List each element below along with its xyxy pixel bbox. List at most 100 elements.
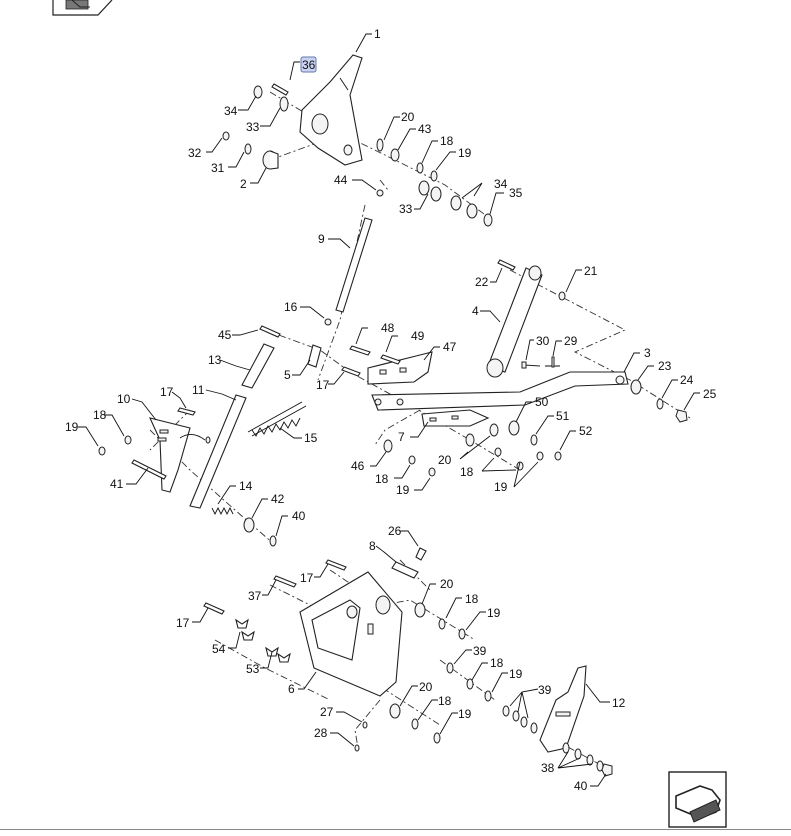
- callout-38[interactable]: 38: [541, 761, 555, 775]
- callout-33b[interactable]: 33: [399, 202, 413, 216]
- callout-16[interactable]: 16: [284, 300, 298, 314]
- callout-18e[interactable]: 18: [465, 592, 479, 606]
- part-18-washer-g: [411, 718, 419, 730]
- callout-2[interactable]: 2: [240, 177, 247, 191]
- part-18-washer-a: [416, 162, 424, 174]
- callout-33a[interactable]: 33: [246, 120, 260, 134]
- part-39-washer-b: [502, 705, 538, 734]
- callout-22[interactable]: 22: [475, 275, 489, 289]
- callout-39a[interactable]: 39: [473, 644, 487, 658]
- next-page-arrow-icon[interactable]: [668, 771, 727, 828]
- callout-49[interactable]: 49: [411, 329, 425, 343]
- callout-45[interactable]: 45: [218, 328, 232, 342]
- callout-50[interactable]: 50: [535, 395, 549, 409]
- part-33-washer-a: [279, 96, 289, 112]
- callout-6[interactable]: 6: [288, 682, 295, 696]
- callout-18f[interactable]: 18: [490, 656, 504, 670]
- callout-21[interactable]: 21: [584, 264, 598, 278]
- callout-11[interactable]: 11: [192, 383, 205, 397]
- callout-13[interactable]: 13: [208, 353, 222, 367]
- callout-19e[interactable]: 19: [487, 606, 501, 620]
- callout-5[interactable]: 5: [284, 368, 291, 382]
- part-17-bolt-c: [325, 559, 347, 571]
- part-19-nut-b: [98, 446, 106, 456]
- callout-29[interactable]: 29: [564, 334, 578, 348]
- callout-46[interactable]: 46: [351, 459, 365, 473]
- callout-41[interactable]: 41: [110, 477, 124, 491]
- callout-24[interactable]: 24: [680, 373, 694, 387]
- part-8-clip: [391, 561, 419, 579]
- part-19-nut-e: [458, 628, 466, 640]
- callout-44[interactable]: 44: [334, 173, 348, 187]
- callout-20c[interactable]: 20: [440, 577, 454, 591]
- callout-48[interactable]: 48: [381, 321, 395, 335]
- part-19-nut-g: [433, 732, 441, 744]
- callout-51[interactable]: 51: [556, 409, 570, 423]
- callout-28[interactable]: 28: [314, 726, 328, 740]
- callout-19g[interactable]: 19: [458, 707, 472, 721]
- callout-47[interactable]: 47: [443, 340, 457, 354]
- part-29-pin: [545, 356, 560, 368]
- callout-31[interactable]: 31: [211, 161, 225, 175]
- callout-20a[interactable]: 20: [401, 110, 415, 124]
- callout-34a[interactable]: 34: [224, 104, 238, 118]
- callout-17b[interactable]: 17: [160, 385, 174, 399]
- callout-37[interactable]: 37: [248, 589, 262, 603]
- callout-19c[interactable]: 19: [396, 483, 410, 497]
- callout-19b[interactable]: 19: [65, 420, 79, 434]
- part-18-washer-e: [438, 618, 446, 630]
- part-51-washer: [530, 434, 538, 446]
- callout-27[interactable]: 27: [320, 705, 334, 719]
- callout-54[interactable]: 54: [212, 642, 226, 656]
- callout-4[interactable]: 4: [472, 304, 479, 318]
- callout-25[interactable]: 25: [703, 387, 717, 401]
- callout-26[interactable]: 26: [388, 524, 402, 538]
- callout-17a[interactable]: 17: [316, 378, 330, 392]
- callout-52[interactable]: 52: [579, 424, 593, 438]
- callout-40b[interactable]: 40: [574, 779, 588, 793]
- callout-12[interactable]: 12: [612, 696, 626, 710]
- callout-8[interactable]: 8: [369, 539, 376, 553]
- callout-42[interactable]: 42: [271, 492, 285, 506]
- part-38-washers: [562, 742, 604, 772]
- parts-catalog-icon[interactable]: [52, 0, 113, 16]
- callout-10[interactable]: 10: [117, 392, 131, 406]
- part-12-lower-pedal: [539, 665, 587, 753]
- callout-19f[interactable]: 19: [509, 667, 523, 681]
- callout-15[interactable]: 15: [304, 431, 318, 445]
- callout-17c[interactable]: 17: [300, 571, 314, 585]
- callout-18c[interactable]: 18: [460, 465, 474, 479]
- callout-19a[interactable]: 19: [458, 146, 472, 160]
- part-17-bolt-a: [341, 366, 361, 377]
- part-50-washer: [508, 420, 520, 436]
- callout-36[interactable]: 36: [302, 58, 316, 72]
- callout-17d[interactable]: 17: [176, 616, 190, 630]
- callout-1[interactable]: 1: [374, 27, 381, 41]
- callout-18d[interactable]: 18: [375, 472, 389, 486]
- callout-40a[interactable]: 40: [292, 509, 306, 523]
- callout-19d[interactable]: 19: [494, 480, 508, 494]
- callout-18a[interactable]: 18: [440, 134, 454, 148]
- callout-53[interactable]: 53: [246, 662, 260, 676]
- callout-20b[interactable]: 20: [438, 453, 452, 467]
- part-24-washer: [656, 398, 664, 410]
- part-45-bolt: [259, 325, 281, 338]
- callout-34b[interactable]: 34: [494, 177, 508, 191]
- callout-3[interactable]: 3: [644, 346, 651, 360]
- callout-20d[interactable]: 20: [419, 680, 433, 694]
- callout-39b[interactable]: 39: [538, 683, 552, 697]
- part-40-nut-b: [601, 763, 613, 777]
- callout-35[interactable]: 35: [509, 186, 523, 200]
- callout-9[interactable]: 9: [318, 232, 325, 246]
- callout-7[interactable]: 7: [398, 430, 405, 444]
- callout-14[interactable]: 14: [239, 479, 253, 493]
- callout-30[interactable]: 30: [536, 334, 550, 348]
- callout-18g[interactable]: 18: [438, 694, 452, 708]
- callout-43[interactable]: 43: [418, 122, 432, 136]
- callout-32[interactable]: 32: [188, 146, 202, 160]
- part-54-clip: [235, 618, 255, 641]
- callout-18b[interactable]: 18: [93, 408, 107, 422]
- part-52-nut: [554, 451, 562, 461]
- callout-23[interactable]: 23: [658, 359, 672, 373]
